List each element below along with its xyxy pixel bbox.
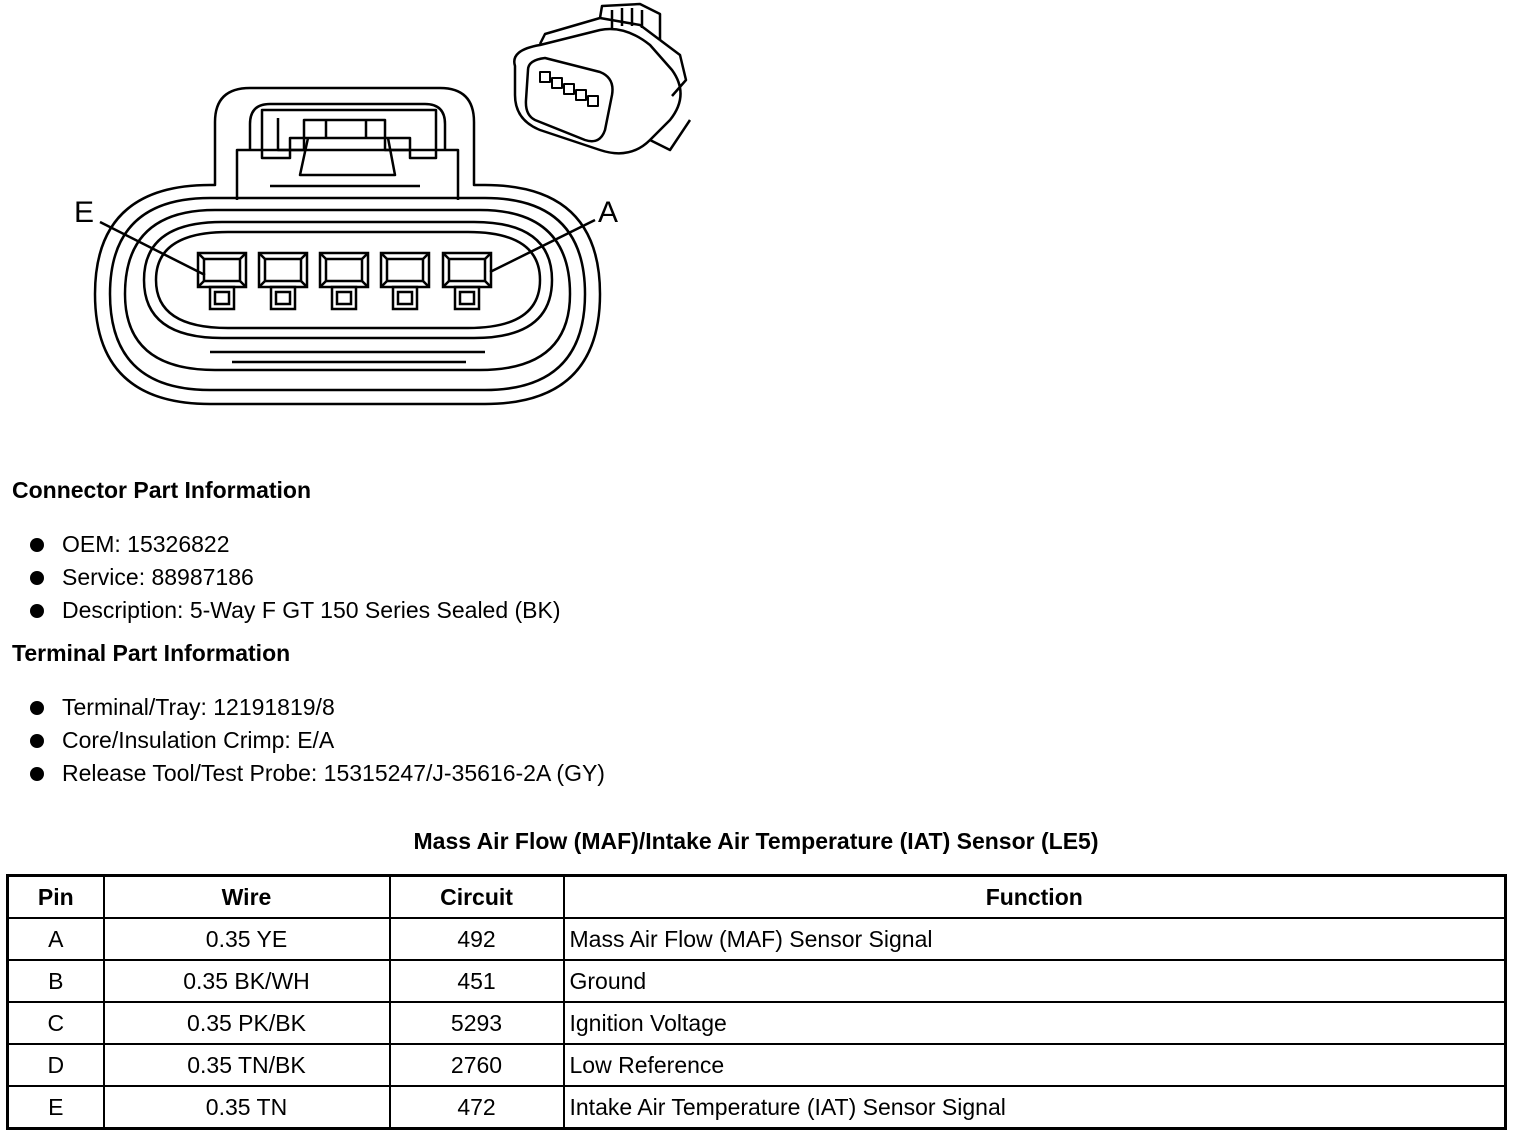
cell-wire: 0.35 PK/BK	[102, 1001, 391, 1045]
bullet-icon	[30, 603, 44, 618]
cell-circuit: 451	[388, 959, 565, 1003]
cell-pin: E	[6, 1085, 105, 1130]
cell-wire: 0.35 TN	[102, 1085, 391, 1130]
cell-circuit: 5293	[388, 1001, 565, 1045]
terminal-cavity-d	[257, 251, 309, 311]
header-pin: Pin	[6, 874, 105, 919]
terminal-info-heading: Terminal Part Information	[12, 640, 291, 666]
bullet-icon	[30, 570, 44, 585]
connector-diagram: E A	[74, 2, 692, 406]
cell-pin: A	[6, 917, 105, 961]
header-wire: Wire	[102, 874, 391, 919]
pinout-table: Pin Wire Circuit Function A 0.35 YE 492 …	[6, 874, 1507, 1130]
list-item: Service: 88987186	[30, 561, 561, 594]
terminal-cavity-c	[318, 251, 370, 311]
list-item: Core/Insulation Crimp: E/A	[30, 724, 605, 757]
bullet-icon	[30, 537, 44, 552]
cell-pin: B	[6, 959, 105, 1003]
connector-info-list: OEM: 15326822 Service: 88987186 Descript…	[30, 528, 561, 627]
cell-function: Mass Air Flow (MAF) Sensor Signal	[562, 917, 1507, 961]
pin-label-e: E	[74, 196, 94, 229]
terminal-info-list: Terminal/Tray: 12191819/8 Core/Insulatio…	[30, 691, 605, 790]
table-title: Mass Air Flow (MAF)/Intake Air Temperatu…	[413, 828, 1099, 854]
table-row: E 0.35 TN 472 Intake Air Temperature (IA…	[6, 1085, 1507, 1130]
cell-circuit: 472	[388, 1085, 565, 1130]
bullet-icon	[30, 733, 44, 748]
table-row: D 0.35 TN/BK 2760 Low Reference	[6, 1043, 1507, 1087]
cell-function: Ignition Voltage	[562, 1001, 1507, 1045]
cell-function: Intake Air Temperature (IAT) Sensor Sign…	[562, 1085, 1507, 1130]
leader-line-a	[489, 218, 596, 274]
connector-outer-housing	[93, 86, 602, 406]
cell-wire: 0.35 BK/WH	[102, 959, 391, 1003]
table-row: C 0.35 PK/BK 5293 Ignition Voltage	[6, 1001, 1507, 1045]
cell-wire: 0.35 TN/BK	[102, 1043, 391, 1087]
table-row: A 0.35 YE 492 Mass Air Flow (MAF) Sensor…	[6, 917, 1507, 961]
cell-pin: D	[6, 1043, 105, 1087]
list-item: Description: 5-Way F GT 150 Series Seale…	[30, 594, 561, 627]
cell-function: Ground	[562, 959, 1507, 1003]
connector-face	[123, 208, 572, 372]
latch	[260, 108, 438, 160]
cell-pin: C	[6, 1001, 105, 1045]
bullet-icon	[30, 766, 44, 781]
connector-3d-view	[513, 2, 692, 155]
pin-label-a: A	[598, 196, 618, 229]
cell-function: Low Reference	[562, 1043, 1507, 1087]
leader-line-e	[99, 220, 206, 277]
cell-circuit: 2760	[388, 1043, 565, 1087]
bullet-icon	[30, 700, 44, 715]
header-circuit: Circuit	[388, 874, 565, 919]
connector-info-heading: Connector Part Information	[12, 477, 312, 503]
terminal-cavity-b	[379, 251, 431, 311]
cell-circuit: 492	[388, 917, 565, 961]
terminal-cavity-a	[441, 251, 493, 311]
table-header-row: Pin Wire Circuit Function	[6, 874, 1507, 919]
list-item: OEM: 15326822	[30, 528, 561, 561]
cell-wire: 0.35 YE	[102, 917, 391, 961]
header-function: Function	[562, 874, 1507, 919]
list-item: Release Tool/Test Probe: 15315247/J-3561…	[30, 757, 605, 790]
terminal-cavity-e	[196, 251, 248, 311]
table-row: B 0.35 BK/WH 451 Ground	[6, 959, 1507, 1003]
list-item: Terminal/Tray: 12191819/8	[30, 691, 605, 724]
